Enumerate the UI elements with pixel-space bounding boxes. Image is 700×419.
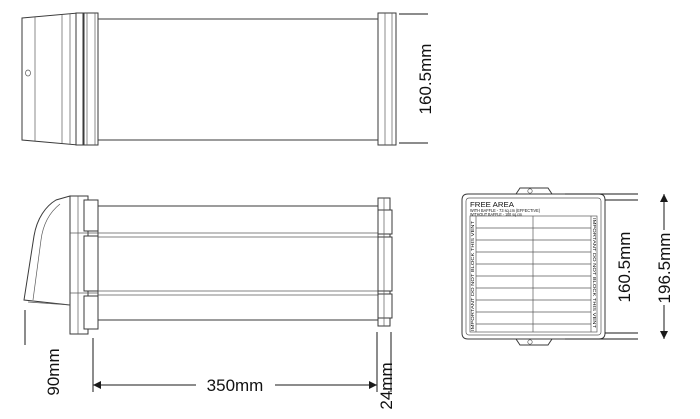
top-view: 160.5mm [21, 12, 435, 146]
top-height-dimension: 160.5mm [416, 44, 435, 115]
side-view-flange [69, 195, 99, 335]
front-view-grille: FREE AREA WITH BAFFLE - 73 sq.cm (EFFECT… [461, 187, 674, 346]
grille-right-warning: IMPORTANT DO NOT BLOCK THIS VENT [592, 218, 597, 328]
side-view-duct [97, 205, 379, 321]
grille-outer-height-dimension: 196.5mm [655, 233, 674, 304]
grille-inner-height-dimension: 160.5mm [615, 232, 634, 303]
free-area-with-baffle: WITH BAFFLE - 73 sq.cm (EFFECTIVE) [470, 208, 540, 213]
side-view-cowl-hood [23, 195, 71, 306]
grille-bottom-tab [515, 338, 553, 346]
grille-left-warning: IMPORTANT DO NOT BLOCK THIS VENT [470, 221, 475, 331]
top-view-flange [83, 12, 99, 146]
length-dimension: 350mm [207, 376, 264, 395]
flange-depth-dimension: 24mm [377, 362, 396, 409]
free-area-without-baffle: WITHOUT BAFFLE - 100 sq.cm [470, 212, 522, 217]
top-view-end-cap [377, 12, 397, 146]
top-view-duct [97, 18, 379, 141]
free-area-heading: FREE AREA [470, 202, 514, 209]
grille-bottom-screw [527, 339, 533, 345]
side-view-end-cap [377, 197, 393, 327]
grille-top-tab [515, 187, 553, 195]
top-view-inner-sleeve [21, 12, 84, 146]
side-view: 350mm 90mm 24mm [23, 195, 396, 410]
hood-projection-dimension: 90mm [44, 348, 63, 395]
grille-top-screw [527, 188, 533, 194]
